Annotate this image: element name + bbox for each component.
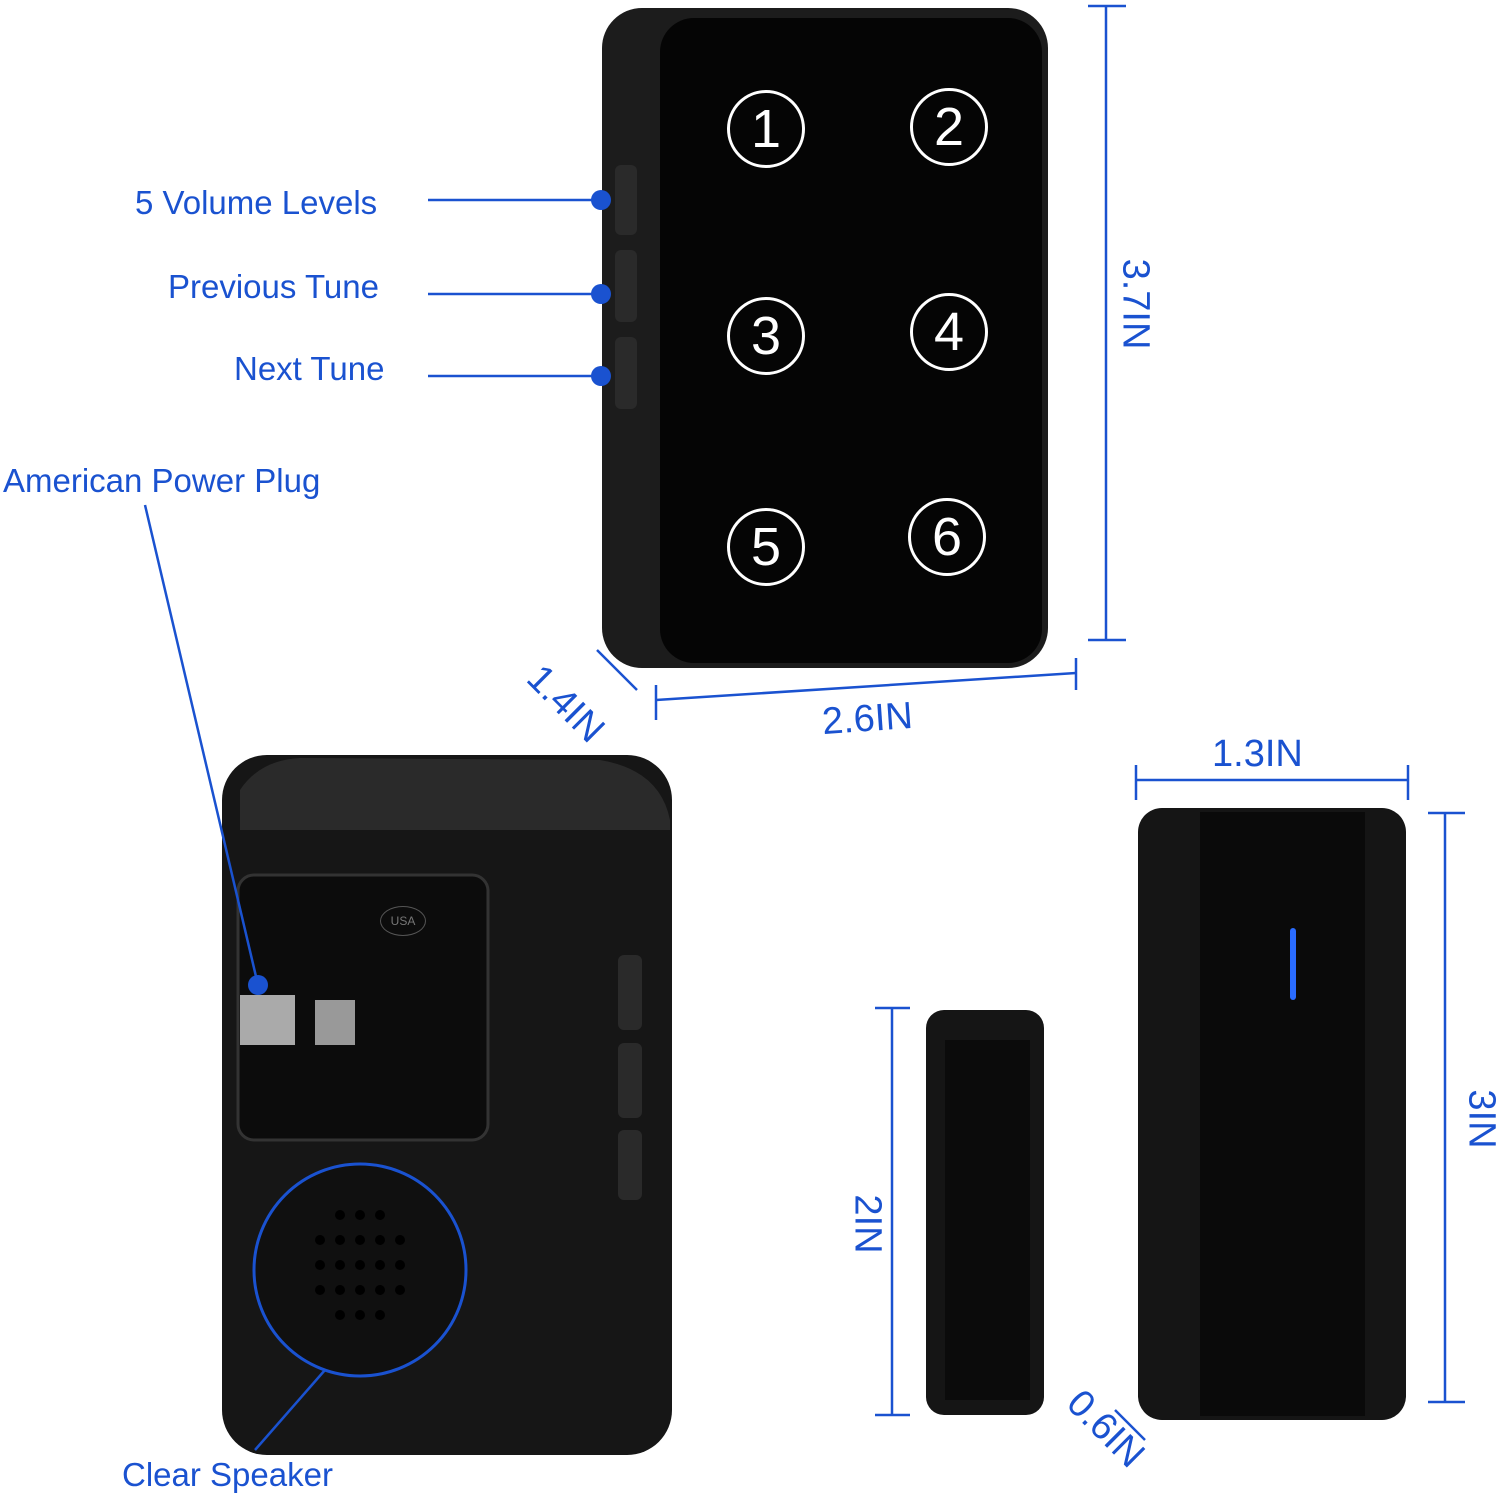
dim-receiver-height: 3.7IN — [1114, 258, 1157, 350]
dim-sensor-height: 3IN — [1460, 1089, 1500, 1149]
button-3: 3 — [727, 297, 805, 375]
button-1: 1 — [727, 90, 805, 168]
door-sensor — [926, 808, 1406, 1420]
dim-magnet-height: 2IN — [846, 1194, 889, 1254]
callout-volume: 5 Volume Levels — [135, 184, 378, 221]
callout-next-tune: Next Tune — [234, 350, 385, 387]
button-2: 2 — [910, 88, 988, 166]
led-indicator — [1290, 928, 1296, 1000]
chime-back — [222, 755, 672, 1455]
dimension-lines — [143, 4, 1465, 1451]
dim-receiver-width: 2.6IN — [820, 694, 915, 744]
usa-mark: USA — [380, 906, 426, 936]
callout-power-plug: American Power Plug — [3, 462, 321, 499]
callout-speaker: Clear Speaker — [122, 1456, 333, 1493]
button-5: 5 — [727, 508, 805, 586]
button-4: 4 — [910, 293, 988, 371]
button-6: 6 — [908, 498, 986, 576]
callout-previous-tune: Previous Tune — [168, 268, 379, 305]
dim-sensor-width: 1.3IN — [1212, 733, 1303, 775]
